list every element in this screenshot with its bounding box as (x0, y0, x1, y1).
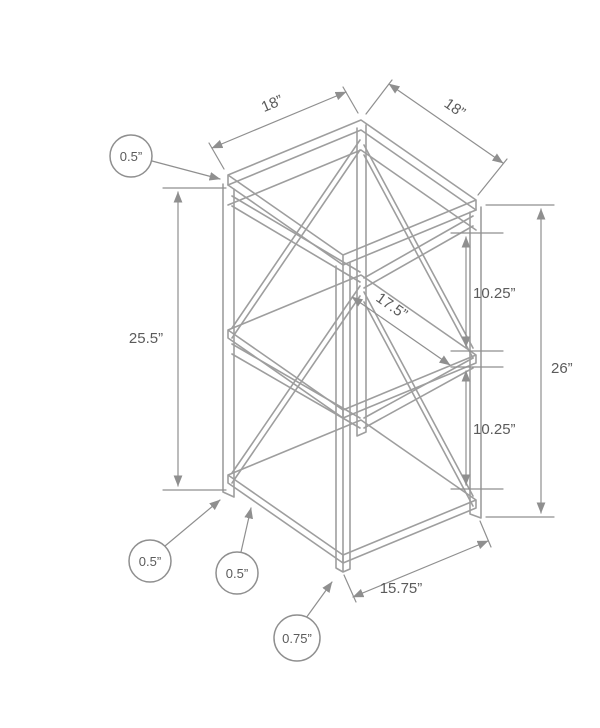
extension-line (342, 86, 359, 114)
callout-circles (109, 134, 321, 662)
label-upper-gap: 10.25” (473, 285, 516, 302)
label-lower-gap: 10.25” (473, 421, 516, 438)
callout-circle-top-thickness (109, 134, 153, 178)
dimension-annotations (151, 79, 555, 619)
extension-line (343, 574, 357, 603)
leader-foot-clearance (305, 581, 333, 619)
dimension-line-top-right (388, 83, 504, 164)
label-top-thickness: 0.5” (120, 149, 142, 164)
label-bottom-width: 15.75” (380, 580, 423, 597)
leader-top-thickness (151, 160, 221, 181)
table-top (227, 119, 477, 266)
callout-circle-shelf-frame-tube (215, 551, 259, 595)
label-shelf-frame-tube: 0.5” (226, 566, 248, 581)
x-brace-left-upper (231, 139, 361, 339)
label-left-frame-tube: 0.5” (139, 554, 161, 569)
x-brace-right-lower (363, 291, 474, 507)
label-overall-height: 26” (551, 360, 573, 377)
extension-line (477, 158, 508, 196)
extension-line (365, 79, 393, 115)
middle-shelf (227, 274, 477, 419)
leader-left-frame-tube (164, 499, 221, 547)
table-structure (222, 119, 482, 573)
dimension-line-bottom-width (352, 540, 489, 598)
right-leg (469, 206, 482, 519)
label-top-side-right: 18” (441, 95, 469, 121)
leader-shelf-frame-tube (240, 507, 253, 553)
extension-line (479, 520, 492, 548)
label-top-side-left: 18” (259, 92, 286, 116)
dimension-line-shelf-depth (351, 296, 451, 366)
top-apron-rails (227, 129, 477, 231)
dimension-labels: 18” 18” 25.5” 26” 10.25” 10.25” 17.5” 15… (120, 92, 573, 646)
label-foot-clearance: 0.75” (282, 631, 312, 646)
x-brace-right-upper (363, 144, 474, 359)
dimension-line-top-left (211, 91, 347, 149)
callout-circle-foot-clearance (273, 614, 321, 662)
extension-line (208, 142, 225, 170)
x-brace-left-lower (231, 285, 361, 484)
label-frame-height: 25.5” (129, 330, 163, 347)
callout-circle-left-frame-tube (128, 539, 172, 583)
